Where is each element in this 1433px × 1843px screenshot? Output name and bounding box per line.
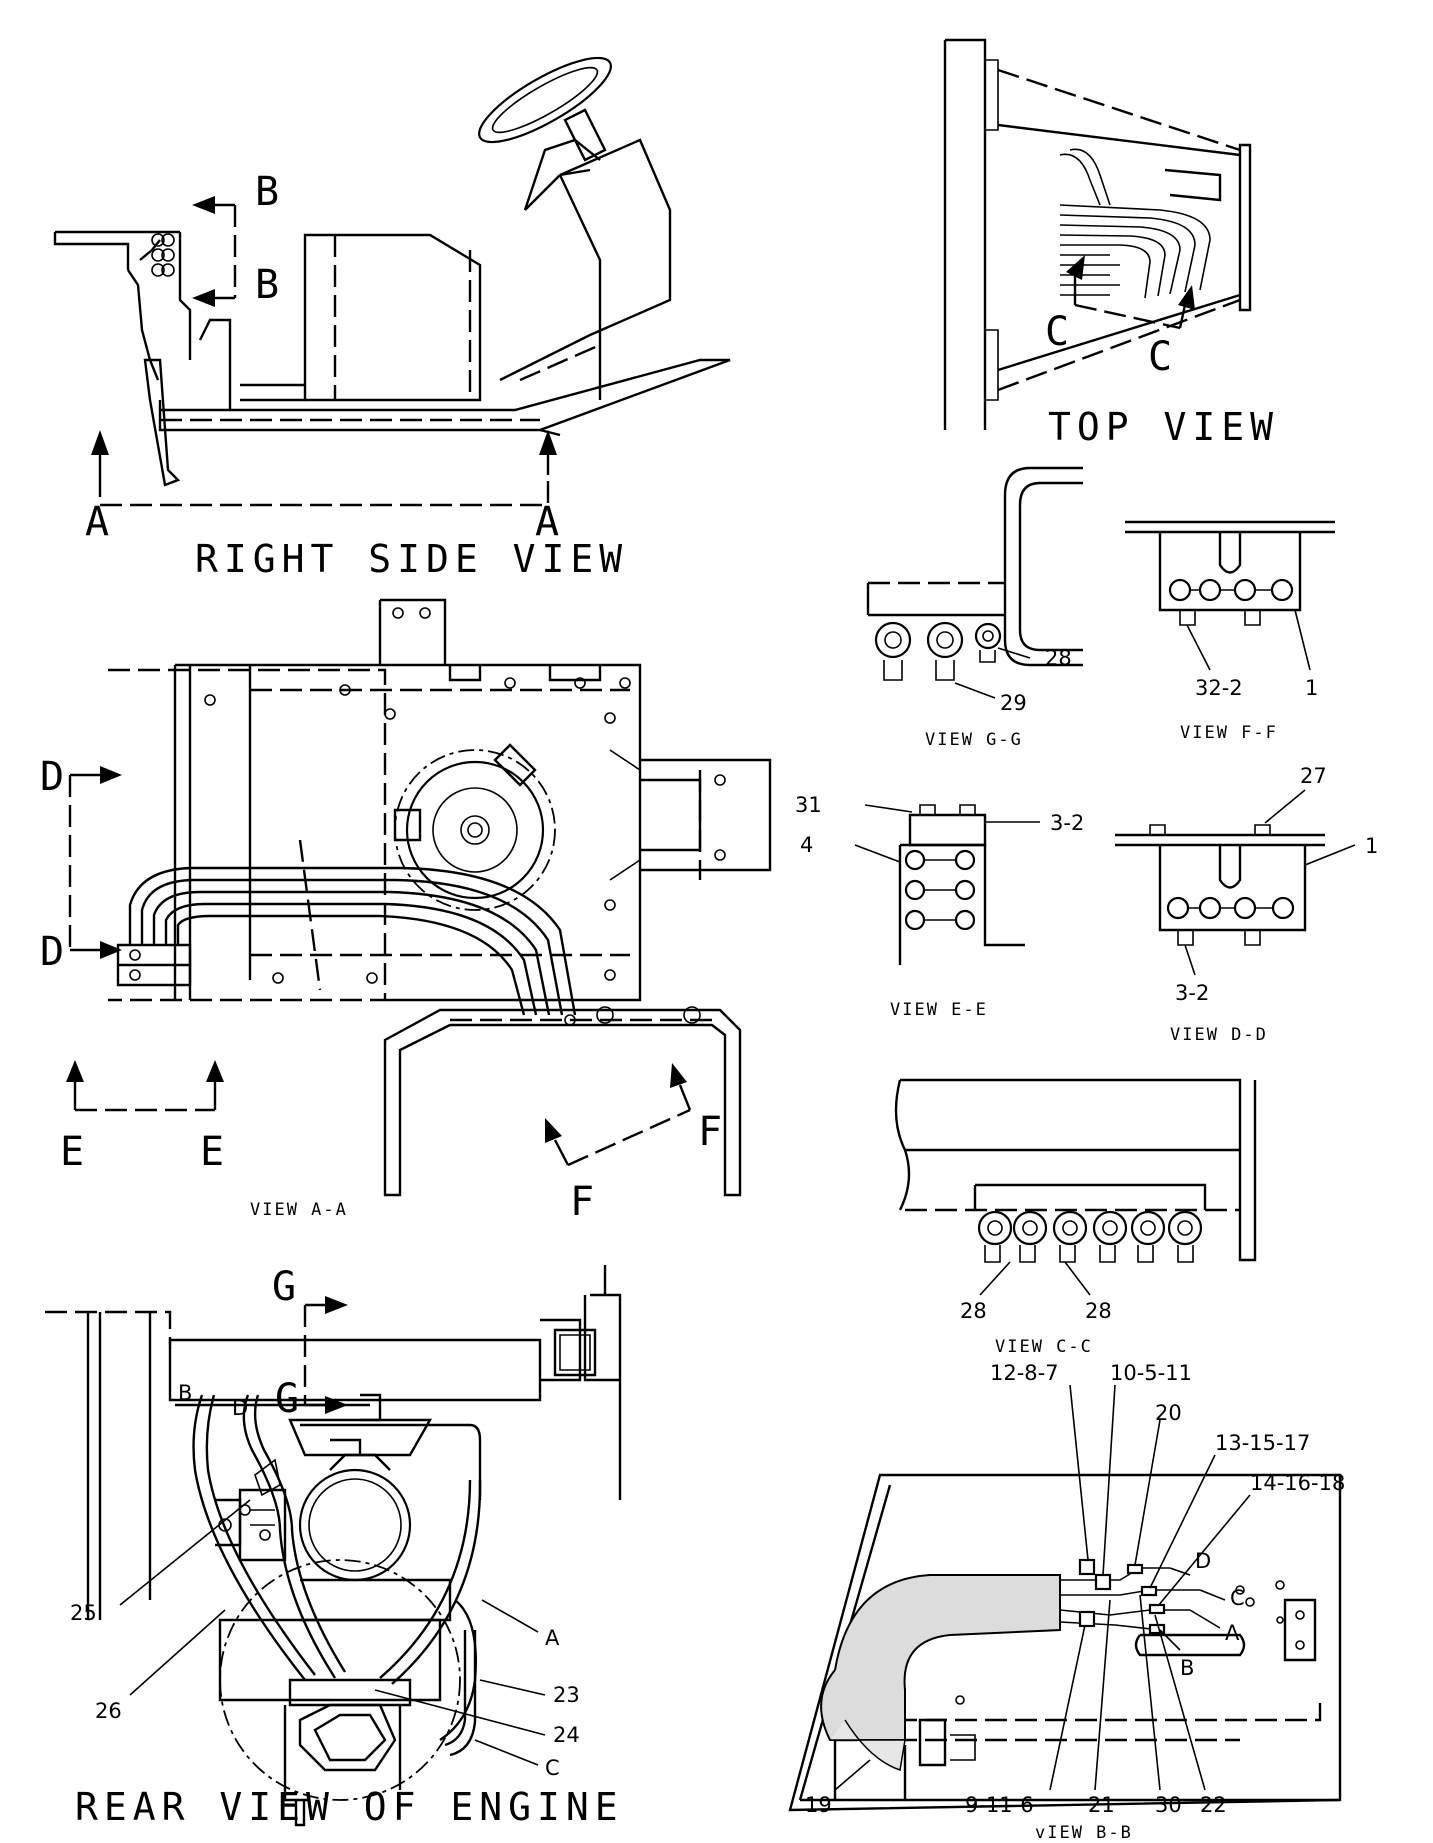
section-marker-f-right: F <box>698 1109 722 1155</box>
line-label-d-rear: D <box>232 1396 248 1420</box>
view-c-c: 28 28 VIEW C-C <box>894 1078 1257 1357</box>
callout-9-11-6: 9-11-6 <box>965 1793 1034 1817</box>
section-marker-g-top: G <box>272 1264 296 1310</box>
rear-view-of-engine: B D A C 25 26 23 24 G G REAR VIEW OF ENG… <box>45 1264 624 1829</box>
callout-29: 29 <box>1000 691 1027 715</box>
view-c-c-title: VIEW C-C <box>995 1337 1093 1357</box>
section-marker-c-left: C <box>1045 309 1069 355</box>
callout-22: 22 <box>1200 1793 1227 1817</box>
callout-14-16-18: 14-16-18 <box>1250 1471 1345 1495</box>
section-marker-b-top: B <box>255 169 279 215</box>
section-marker-a-right: A <box>535 499 559 545</box>
view-b-b: D C A B 12-8-7 10-5-11 20 13-15-17 14-16… <box>788 1361 1345 1843</box>
callout-1-dd: 1 <box>1365 834 1378 858</box>
callout-3-2-ee: 3-2 <box>1050 811 1084 835</box>
view-f-f-title: VIEW F-F <box>1180 723 1278 743</box>
top-view-title: TOP VIEW <box>1048 405 1279 449</box>
callout-3-2-dd: 3-2 <box>1175 981 1209 1005</box>
callout-13-15-17: 13-15-17 <box>1215 1431 1310 1455</box>
view-f-f: 32-2 1 VIEW F-F <box>1125 520 1335 743</box>
line-label-b-rear: B <box>178 1381 192 1405</box>
line-label-c-rear: C <box>545 1756 560 1780</box>
right-side-view-title: RIGHT SIDE VIEW <box>195 537 628 581</box>
callout-26: 26 <box>95 1699 122 1723</box>
section-marker-e-left: E <box>60 1129 84 1175</box>
view-g-g-title: VIEW G-G <box>925 730 1023 750</box>
view-d-d-title: VIEW D-D <box>1170 1025 1268 1045</box>
section-marker-b-bottom: B <box>255 262 279 308</box>
callout-28: 28 <box>1045 646 1072 670</box>
line-label-a-bb: A <box>1225 1621 1240 1645</box>
callout-19: 19 <box>805 1793 832 1817</box>
callout-1-ff: 1 <box>1305 676 1318 700</box>
view-d-d: 27 1 3-2 VIEW D-D <box>1115 764 1378 1045</box>
section-marker-a-left: A <box>85 499 109 545</box>
callout-4: 4 <box>800 833 813 857</box>
view-a-a: D D E E F F VIEW A-A <box>40 598 772 1225</box>
callout-32-2: 32-2 <box>1195 676 1243 700</box>
callout-24: 24 <box>553 1723 580 1747</box>
callout-20: 20 <box>1155 1401 1182 1425</box>
callout-28-right: 28 <box>1085 1299 1112 1323</box>
callout-25: 25 <box>70 1601 97 1625</box>
callout-30: 30 <box>1155 1793 1182 1817</box>
line-label-c-bb: C <box>1230 1586 1245 1610</box>
section-marker-g-bottom: G <box>275 1376 299 1422</box>
rear-view-title: REAR VIEW OF ENGINE <box>75 1785 624 1829</box>
callout-28-left: 28 <box>960 1299 987 1323</box>
view-g-g: 28 29 VIEW G-G <box>866 466 1083 750</box>
section-marker-f-bottom: F <box>570 1179 594 1225</box>
callout-12-8-7: 12-8-7 <box>990 1361 1059 1385</box>
callout-21: 21 <box>1088 1793 1115 1817</box>
view-e-e: 31 3-2 4 VIEW E-E <box>795 793 1084 1020</box>
top-view: C C TOP VIEW <box>943 38 1279 449</box>
line-label-b-bb: B <box>1180 1656 1194 1680</box>
callout-23: 23 <box>553 1683 580 1707</box>
section-marker-e-right: E <box>200 1129 224 1175</box>
section-marker-d-top: D <box>40 754 64 800</box>
view-a-a-title: VIEW A-A <box>250 1200 348 1220</box>
clamp-row <box>977 1210 1203 1263</box>
view-b-b-title: vIEW B-B <box>1035 1823 1133 1843</box>
callout-10-5-11: 10-5-11 <box>1110 1361 1192 1385</box>
view-e-e-title: VIEW E-E <box>890 1000 988 1020</box>
section-marker-c-right: C <box>1148 334 1172 380</box>
callout-27: 27 <box>1300 764 1327 788</box>
section-marker-d-bottom: D <box>40 929 64 975</box>
right-side-view: B B A A RIGHT SIDE VIEW <box>53 56 731 581</box>
callout-31: 31 <box>795 793 822 817</box>
line-label-d-bb: D <box>1195 1549 1211 1573</box>
clamp-group <box>874 621 1002 681</box>
line-label-a-rear: A <box>545 1626 560 1650</box>
